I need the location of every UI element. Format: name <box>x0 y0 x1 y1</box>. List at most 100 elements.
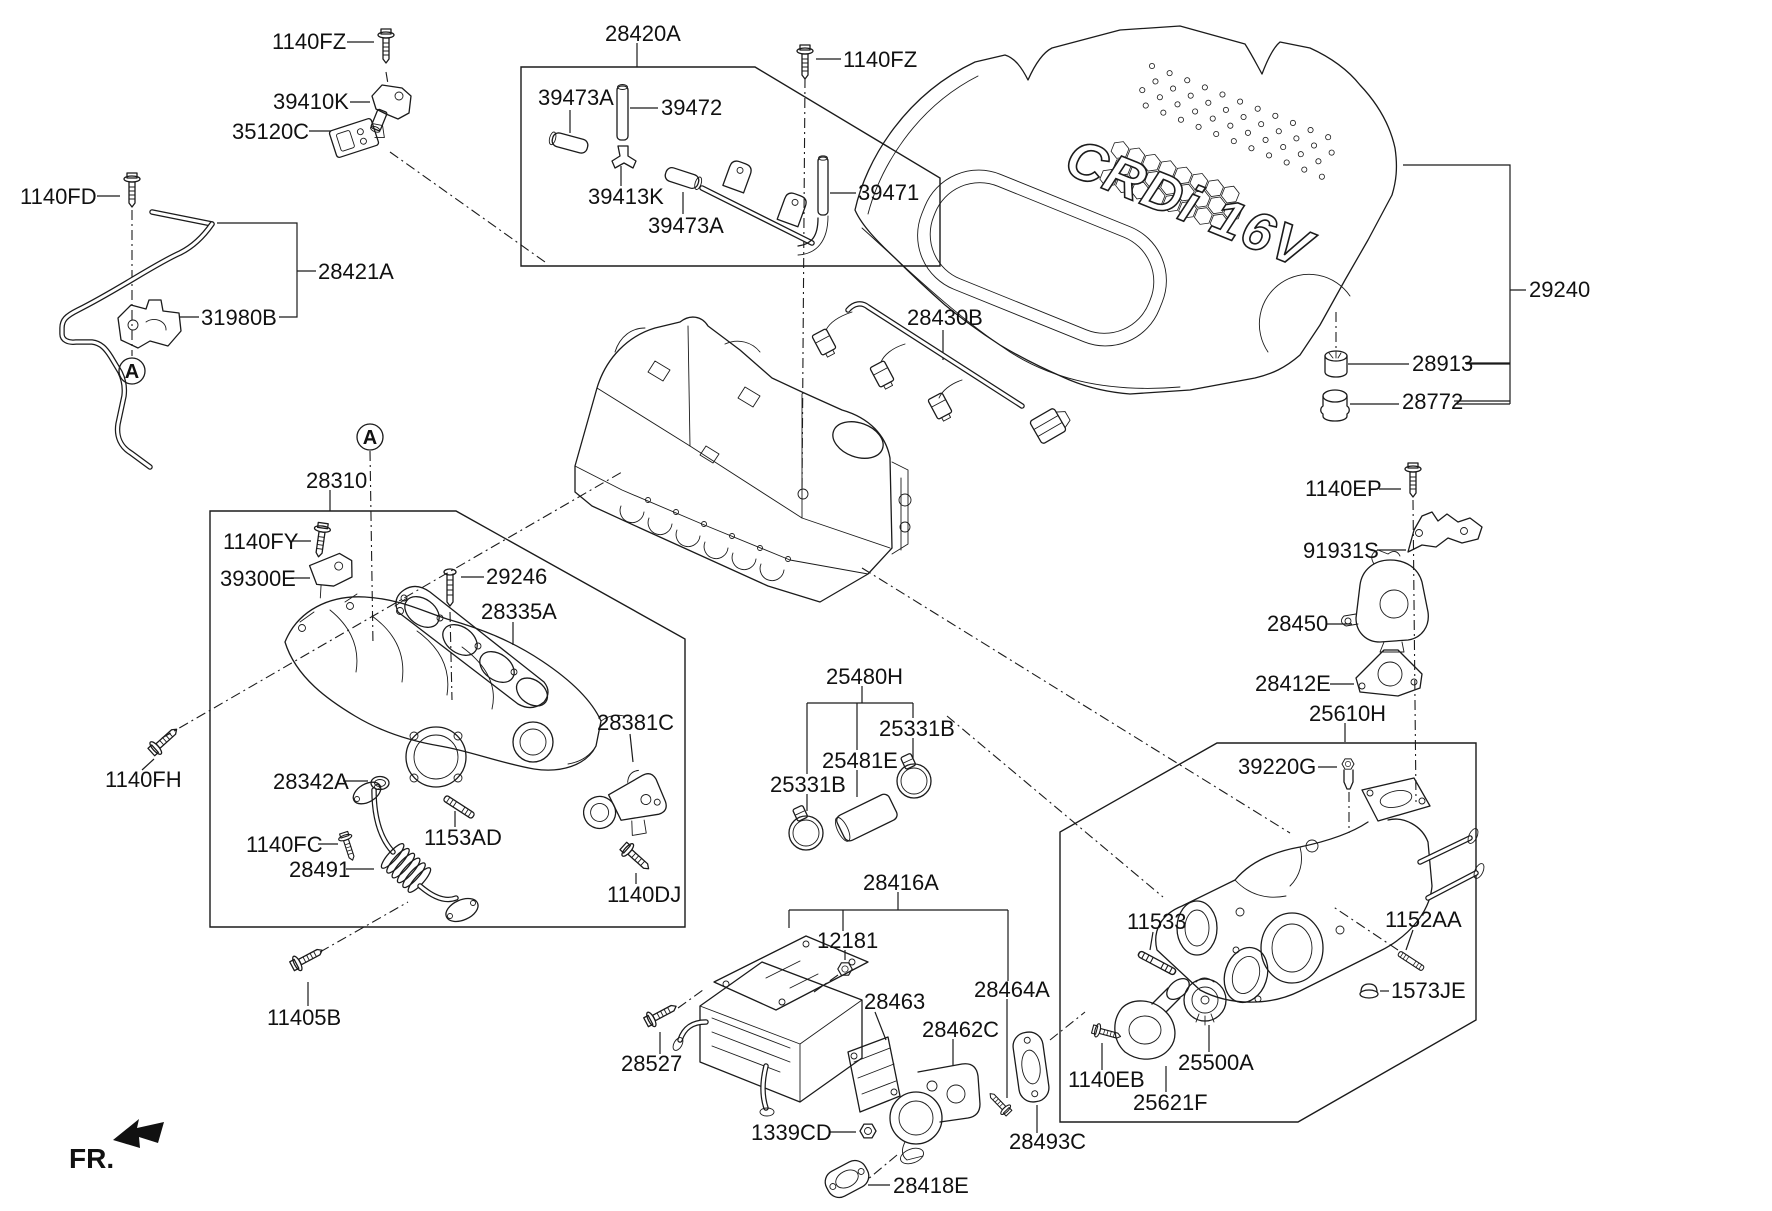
part-stud-1152AA <box>1396 950 1426 972</box>
bracket-29240 <box>1403 164 1526 404</box>
label-28772: 28772 <box>1402 389 1463 414</box>
label-25331B-2: 25331B <box>770 772 846 797</box>
label-1140FZ-1: 1140FZ <box>272 29 346 54</box>
part-thermostat-25500A <box>1183 977 1227 1026</box>
label-28310: 28310 <box>306 468 367 493</box>
label-11533: 11533 <box>1127 909 1187 934</box>
view-callout-a-1: A <box>118 357 146 385</box>
part-bolt-1140FH <box>145 722 183 759</box>
label-1140FC: 1140FC <box>246 832 323 857</box>
part-egr-valve-28450 <box>1341 549 1429 653</box>
label-28462C: 28462C <box>922 1017 999 1042</box>
part-cam-sensor-39410K <box>370 84 412 133</box>
part-bolt-28464A <box>984 1088 1015 1119</box>
label-25480H: 25480H <box>826 664 903 689</box>
label-28464A: 28464A <box>974 977 1050 1002</box>
part-gasket-28335A <box>395 585 549 709</box>
label-28416A: 28416A <box>863 870 939 895</box>
part-gasket-28463 <box>847 1036 901 1113</box>
label-28430B: 28430B <box>907 305 983 330</box>
label-1140EB: 1140EB <box>1068 1067 1145 1092</box>
part-egr-pipe-28491 <box>352 781 479 923</box>
part-vacuum-pipe-28421A <box>59 209 215 470</box>
part-tube-39472 <box>616 84 629 141</box>
label-28421A: 28421A <box>318 259 394 284</box>
head-intake-ports <box>619 488 809 582</box>
bracket-28416A <box>788 892 1009 981</box>
label-25621F: 25621F <box>1133 1090 1208 1115</box>
part-grommet-28913 <box>1324 350 1348 378</box>
label-28913: 28913 <box>1412 351 1473 376</box>
label-25500A: 25500A <box>1178 1050 1254 1075</box>
callout-a-text: A <box>125 361 139 383</box>
label-28463: 28463 <box>864 989 925 1014</box>
part-bolt-1140FY <box>309 521 332 559</box>
label-25610H: 25610H <box>1309 701 1386 726</box>
part-gasket-28412E <box>1355 649 1423 697</box>
bellows <box>380 843 432 893</box>
label-39473A-1: 39473A <box>538 85 614 110</box>
part-clamp-25331B-right <box>896 752 932 799</box>
part-clamp-25331B-left <box>788 804 824 851</box>
label-39410K: 39410K <box>273 89 349 114</box>
label-28491: 28491 <box>289 857 350 882</box>
label-28342A: 28342A <box>273 769 349 794</box>
part-intake-manifold-28310 <box>284 593 625 788</box>
engine-cover-logo: CRDi 16V <box>1058 127 1323 280</box>
label-1140FZ-2: 1140FZ <box>843 47 917 72</box>
group-boxes <box>209 66 1526 1123</box>
label-1573JE: 1573JE <box>1391 978 1466 1003</box>
label-39220G: 39220G <box>1238 754 1316 779</box>
label-25481E: 25481E <box>822 748 898 773</box>
engine-cover-honeycomb <box>1099 141 1242 232</box>
part-gasket-thermostat <box>1223 946 1269 1004</box>
label-1140FH: 1140FH <box>105 767 182 792</box>
label-39473A-2: 39473A <box>648 213 724 238</box>
part-pipe-39471-assembly <box>699 155 829 256</box>
part-cap-28772 <box>1320 389 1350 422</box>
label-11405B: 11405B <box>267 1005 341 1030</box>
label-29246: 29246 <box>486 564 547 589</box>
bracket-25480H <box>806 686 914 774</box>
part-hose-39473A-2 <box>664 166 703 190</box>
label-1140FY: 1140FY <box>223 529 299 554</box>
part-thermostat-housing-25610H <box>1155 777 1485 1003</box>
label-35120C: 35120C <box>232 119 309 144</box>
part-bolt-11405B <box>287 942 327 974</box>
part-bolt-1140FZ-1 <box>377 28 395 64</box>
label-28381C: 28381C <box>597 710 674 735</box>
part-outlet-25621F <box>1114 977 1190 1060</box>
label-91931S: 91931S <box>1303 538 1379 563</box>
label-12181: 12181 <box>817 928 878 953</box>
part-egr-valve-28462C <box>889 1063 981 1165</box>
label-28335A: 28335A <box>481 599 557 624</box>
box-25610H <box>1059 742 1477 1123</box>
box-28310 <box>209 510 686 928</box>
view-callout-a-2: A <box>356 423 384 451</box>
label-28418E: 28418E <box>893 1173 969 1198</box>
part-stud-1153AD <box>442 794 476 820</box>
part-sensor-39220G <box>1341 758 1355 790</box>
part-egr-cooler-28416A <box>672 935 869 1117</box>
label-28450: 28450 <box>1267 611 1328 636</box>
group-part-labels: 1140FZ 39410K 35120C 1140FD 28421A 31980… <box>20 21 1590 1198</box>
part-bolt-1140EB <box>1090 1021 1123 1044</box>
label-28527: 28527 <box>621 1051 682 1076</box>
callout-a-text: A <box>363 427 377 449</box>
label-28412E: 28412E <box>1255 671 1331 696</box>
part-injector-harness-28430B <box>811 301 1071 444</box>
fr-direction-indicator: FR. <box>69 1119 164 1174</box>
part-egr-valve-28381C <box>582 769 667 836</box>
part-tee-39413K <box>611 145 637 169</box>
part-gasket-28418E <box>824 1159 870 1199</box>
label-1152AA: 1152AA <box>1385 907 1462 932</box>
label-29240: 29240 <box>1529 277 1590 302</box>
part-hose-39473A-1 <box>548 131 589 154</box>
label-39413K: 39413K <box>588 184 664 209</box>
label-1153AD: 1153AD <box>424 825 502 850</box>
part-nut-1339CD <box>859 1123 877 1139</box>
label-28420A: 28420A <box>605 21 681 46</box>
label-1140FD: 1140FD <box>20 184 97 209</box>
